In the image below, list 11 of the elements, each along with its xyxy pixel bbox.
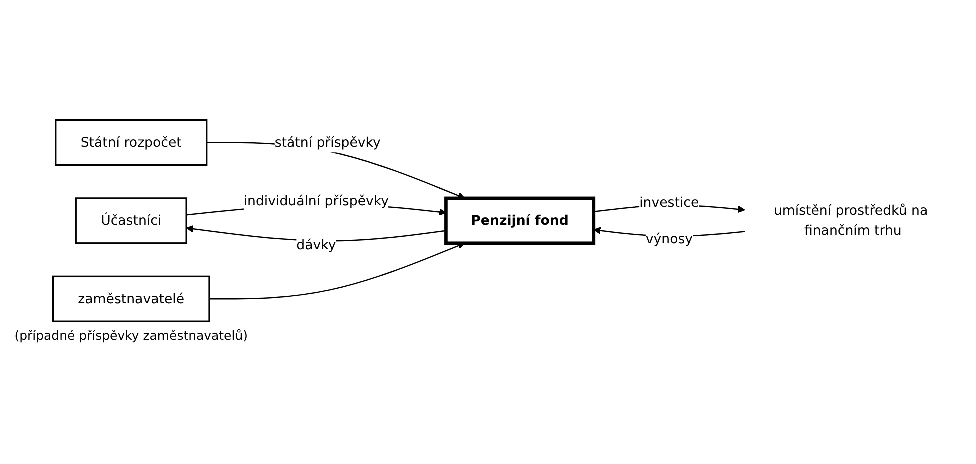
node-box: Penzijní fond xyxy=(444,196,596,246)
edge-label: státní příspěvky xyxy=(274,134,381,150)
node-box: Účastníci xyxy=(75,198,188,244)
edge-label: dávky xyxy=(296,236,336,253)
node-box: Státní rozpočet xyxy=(55,119,208,166)
node-text: umístění prostředků na finančním trhu xyxy=(774,202,928,238)
node-caption: (případné příspěvky zaměstnavatelů) xyxy=(14,328,248,343)
edge-label: investice xyxy=(640,194,700,210)
edge-label: individuální příspěvky xyxy=(244,193,389,209)
node-box: zaměstnavatelé xyxy=(52,276,210,322)
edge-label: výnosy xyxy=(646,230,694,247)
